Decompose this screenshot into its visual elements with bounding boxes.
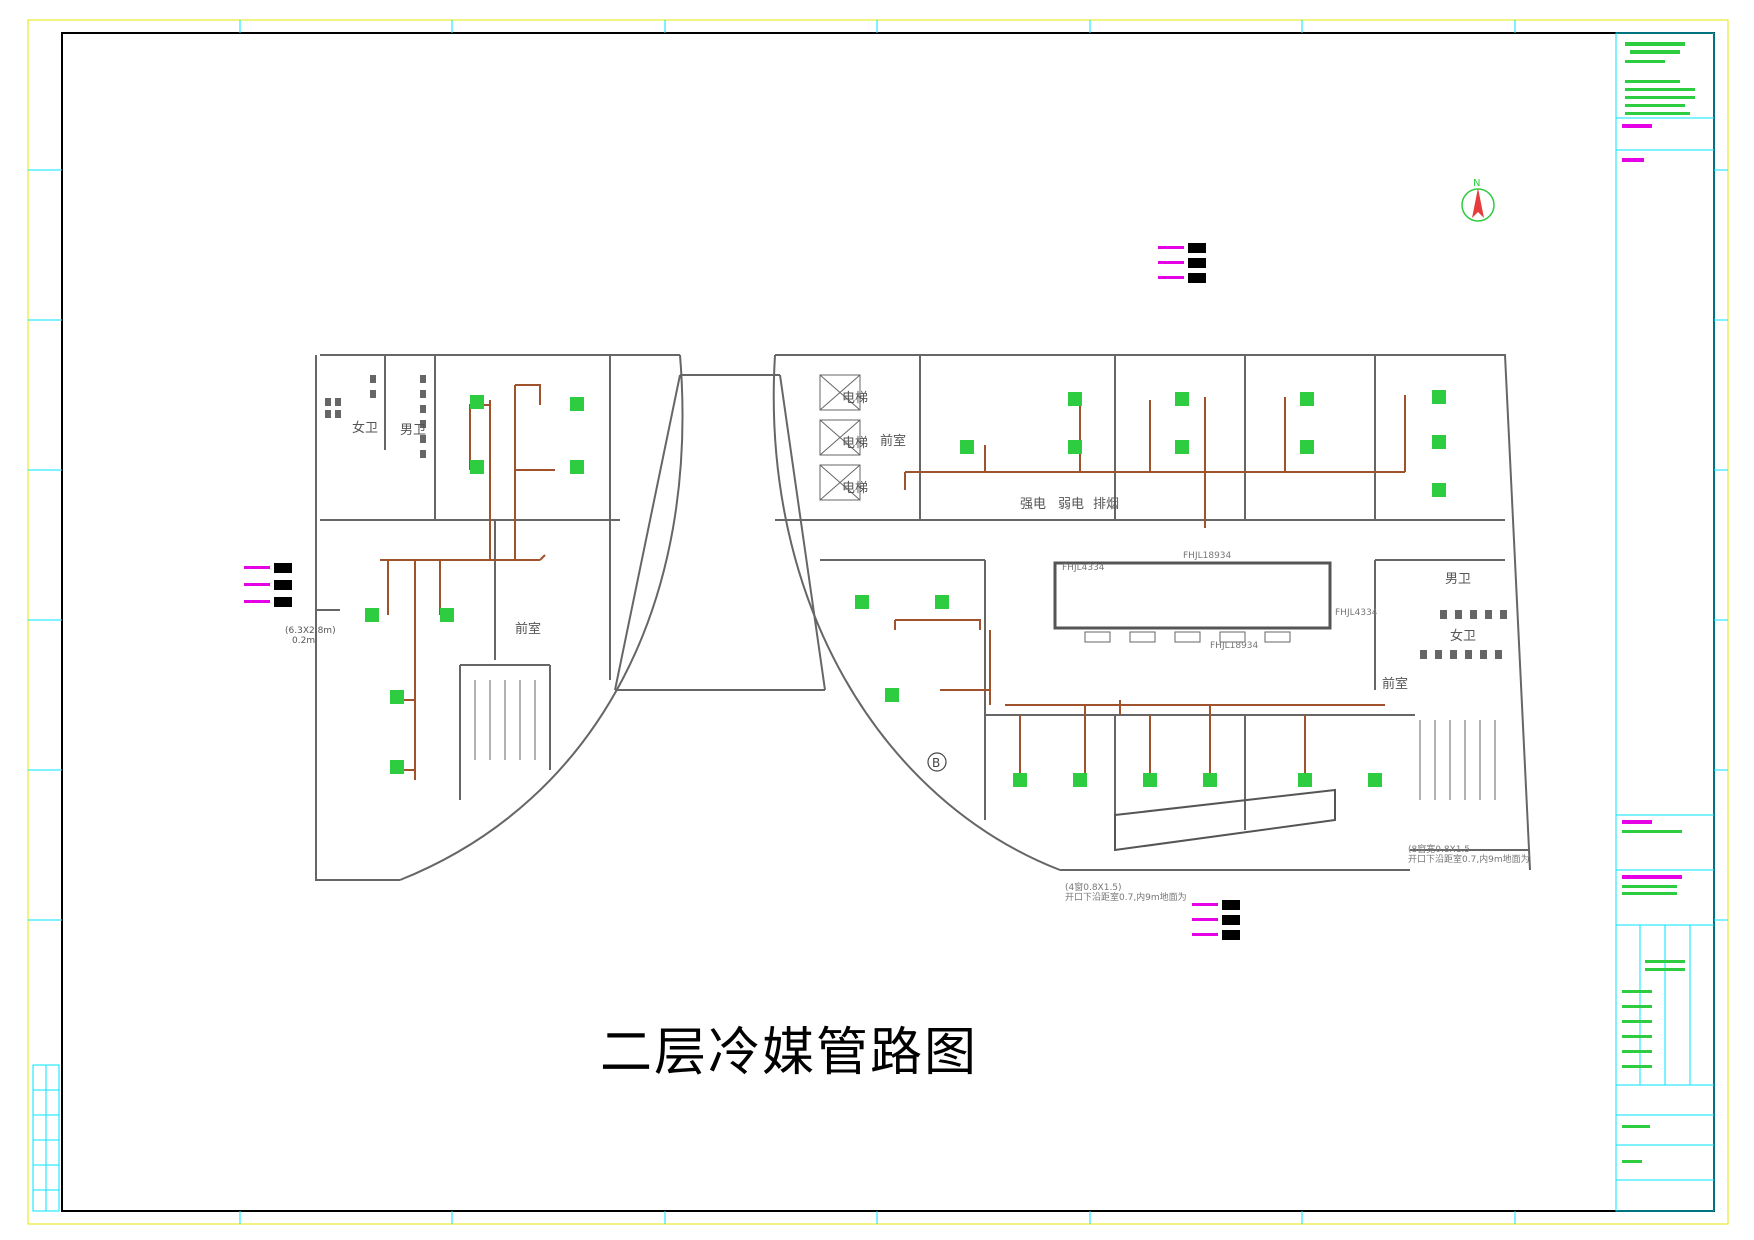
indoor-unit [885,688,899,702]
indoor-unit [1175,392,1189,406]
room-label-female-toilet-right: 女卫 [1450,628,1476,644]
left-stairs [474,680,536,760]
center-corridor [614,374,826,691]
indoor-unit [570,460,584,474]
indoor-unit [855,595,869,609]
axis-marker: B [927,752,947,772]
indoor-unit [1432,483,1446,497]
drawing-title: 二层冷媒管路图 [600,1023,979,1083]
indoor-unit [1432,435,1446,449]
room-label-anteroom-left-1: 前室 [515,621,541,637]
title-block [1615,32,1715,1212]
room-label-weak-power: 弱电 [1058,497,1084,512]
atrium-windows [1084,631,1291,643]
zone-ticks [28,20,1728,1224]
tag-fhjl-1: FHJL18934 [1183,551,1232,561]
north-arrow: N [1461,178,1495,222]
indoor-unit [440,608,454,622]
indoor-unit [1300,440,1314,454]
central-atrium [1053,561,1332,630]
window-note-right-2: 开口下沿距室0.7,内9m地面为 [1408,853,1530,865]
indoor-unit [570,397,584,411]
elevator-label-1: 电梯 [842,391,868,406]
bottom-band [1114,788,1336,852]
window-note-right-1: (8窗宽0.8X1.5 [1408,843,1470,855]
left-wing-walls [315,354,684,881]
room-label-smoke-exhaust: 排烟 [1093,497,1119,512]
indoor-unit [365,608,379,622]
indoor-unit [1073,773,1087,787]
outer-border [27,19,1729,1225]
indoor-unit [470,395,484,409]
indoor-unit [1175,440,1189,454]
tag-fhjl-3: FHJL18934 [1210,641,1259,651]
indoor-unit [935,595,949,609]
left-refrigerant-pipes [380,384,555,780]
window-note-bottom-1: (4窗0.8X1.5) [1065,881,1122,893]
room-label-anteroom-right-2: 前室 [1382,676,1408,692]
indoor-unit [1203,773,1217,787]
right-indoor-units [855,390,1446,787]
indoor-unit [470,460,484,474]
legend-magenta-marks [244,246,1218,936]
room-label-strong-power: 强电 [1020,497,1046,512]
indoor-unit [390,690,404,704]
indoor-unit [1068,392,1082,406]
right-refrigerant-pipes [894,395,1406,780]
legend-blocks [274,243,1240,940]
title-block-text-marks [1622,42,1695,1163]
room-label-male-toilet-right: 男卫 [1445,572,1471,587]
tag-fhjl-4: FHJL4334 [1335,608,1378,618]
right-toilet-fixtures [1420,610,1507,659]
indoor-unit [1068,440,1082,454]
indoor-unit [1013,773,1027,787]
elevator-label-3: 电梯 [842,481,868,496]
indoor-unit [1143,773,1157,787]
window-note-bottom-2: 开口下沿距室0.7,内9m地面为 [1065,891,1187,903]
revision-table [32,1064,60,1212]
left-indoor-units [365,395,584,774]
indoor-unit [1432,390,1446,404]
room-label-female-toilet-left: 女卫 [352,420,378,436]
tag-fhjl-2: FHJL4334 [1062,563,1105,573]
room-label-anteroom-right-1: 前室 [880,433,906,449]
room-label-male-toilet-left: 男卫 [400,423,426,438]
elevator-label-2: 电梯 [842,436,868,451]
axis-marker-label: B [932,756,940,770]
window-note-left-height: 0.2m [292,636,315,646]
north-label: N [1473,178,1480,189]
indoor-unit [1298,773,1312,787]
elevator-shafts [819,374,861,501]
indoor-unit [390,760,404,774]
window-note-left: (6.3X2.8m) [285,626,336,636]
indoor-unit [960,440,974,454]
left-toilet-fixtures [325,375,426,458]
indoor-unit [1368,773,1382,787]
right-stairs [1419,720,1496,800]
right-wing-walls [772,354,1531,871]
indoor-unit [1300,392,1314,406]
